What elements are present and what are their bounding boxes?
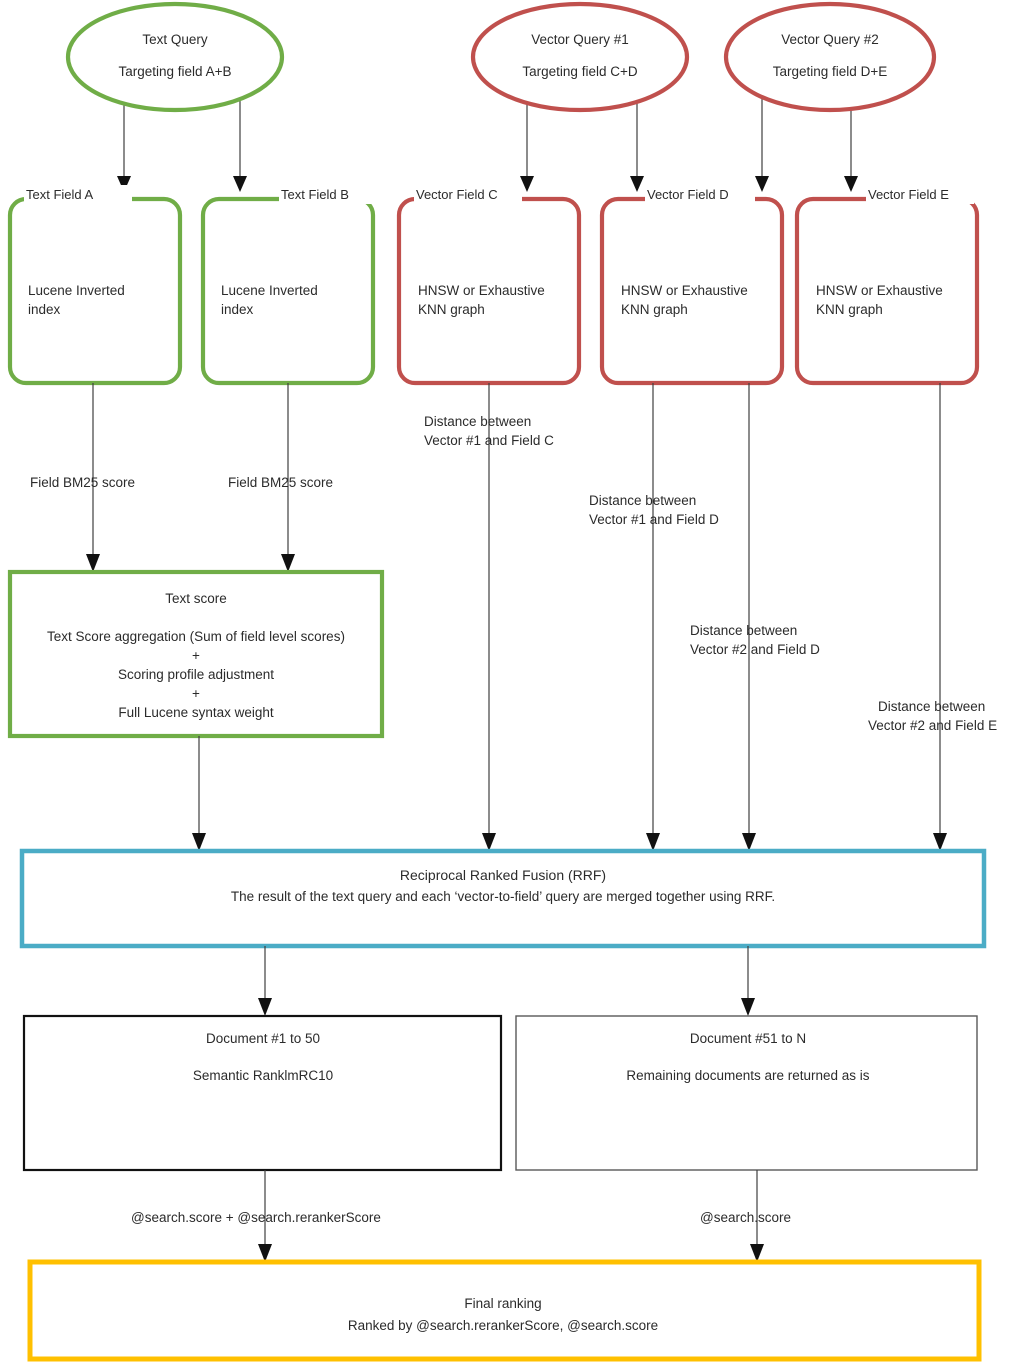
node-final-ranking[interactable]: Final ranking Ranked by @search.reranker… (27, 1259, 982, 1362)
node-vector-field-e[interactable]: Vector Field E HNSW or Exhaustive KNN gr… (794, 185, 980, 386)
vector-field-e-body-line1: HNSW or Exhaustive (816, 283, 943, 298)
node-text-query[interactable]: Text Query Targeting field A+B (65, 1, 285, 113)
edge-label-dist-d2-line2: Vector #2 and Field D (690, 642, 820, 657)
edge-label-dist-e-line1: Distance between (878, 699, 985, 714)
node-vector-query-1[interactable]: Vector Query #1 Targeting field C+D (470, 1, 690, 113)
text-field-b-body-line1: Lucene Inverted (221, 283, 318, 298)
text-score-title: Text score (165, 591, 227, 606)
vector-field-d-body-line1: HNSW or Exhaustive (621, 283, 748, 298)
edge-documents-51-n-to-final (750, 1170, 764, 1262)
text-field-a-body-line1: Lucene Inverted (28, 283, 125, 298)
edge-label-bm25-b: Field BM25 score (228, 475, 333, 490)
documents-51-n-body: Remaining documents are returned as is (626, 1068, 869, 1083)
edge-field-e-to-rrf (933, 383, 947, 851)
vector-field-c-body-line2: KNN graph (418, 302, 485, 317)
text-field-b-tag: Text Field B (281, 187, 349, 202)
vector-field-e-tag: Vector Field E (868, 187, 949, 202)
text-query-line1: Text Query (142, 32, 208, 47)
node-rrf[interactable]: Reciprocal Ranked Fusion (RRF) The resul… (19, 848, 987, 949)
node-vector-field-c[interactable]: Vector Field C HNSW or Exhaustive KNN gr… (396, 185, 582, 386)
vector-field-d-body-line2: KNN graph (621, 302, 688, 317)
edge-documents-1-50-to-final (258, 1170, 272, 1262)
edge-vector-query-1-to-field-c (520, 96, 534, 192)
vector-query-2-line1: Vector Query #2 (781, 32, 879, 47)
edge-vector-query-1-to-field-d (630, 96, 644, 192)
node-text-field-b[interactable]: Text Field B Lucene Inverted index (200, 185, 387, 386)
vector-query-1-line1: Vector Query #1 (531, 32, 629, 47)
node-text-score[interactable]: Text score Text Score aggregation (Sum o… (7, 569, 385, 739)
final-ranking-title: Final ranking (464, 1296, 541, 1311)
edge-label-dist-c-line1: Distance between (424, 414, 531, 429)
text-score-plus-2: + (192, 686, 200, 701)
edge-label-score-reranker: @search.score + @search.rerankerScore (131, 1210, 381, 1225)
edge-field-d-vector1-to-rrf (646, 383, 660, 851)
node-vector-query-2[interactable]: Vector Query #2 Targeting field D+E (723, 1, 937, 113)
text-field-b-body-line2: index (221, 302, 254, 317)
vector-query-1-line2: Targeting field C+D (522, 64, 637, 79)
edge-field-b-to-text-score (281, 383, 295, 572)
edge-label-dist-d1-line2: Vector #1 and Field D (589, 512, 719, 527)
text-score-line3: Full Lucene syntax weight (118, 705, 274, 720)
text-score-line2: Scoring profile adjustment (118, 667, 274, 682)
edge-text-score-to-rrf (192, 736, 206, 851)
edge-vector-query-2-to-field-d (755, 96, 769, 192)
documents-51-n-title: Document #51 to N (690, 1031, 806, 1046)
edge-rrf-to-documents-51-n (741, 946, 755, 1016)
documents-1-50-title: Document #1 to 50 (206, 1031, 320, 1046)
text-score-line1: Text Score aggregation (Sum of field lev… (47, 629, 345, 644)
text-query-line2: Targeting field A+B (119, 64, 232, 79)
final-ranking-subtitle: Ranked by @search.rerankerScore, @search… (348, 1318, 658, 1333)
vector-query-2-line2: Targeting field D+E (773, 64, 887, 79)
edge-label-score-plain: @search.score (700, 1210, 791, 1225)
edge-label-bm25-a: Field BM25 score (30, 475, 135, 490)
edge-field-d-vector2-to-rrf (742, 383, 756, 851)
rrf-subtitle: The result of the text query and each ‘v… (231, 889, 775, 904)
edge-label-dist-e-line2: Vector #2 and Field E (868, 718, 997, 733)
vector-field-c-body-line1: HNSW or Exhaustive (418, 283, 545, 298)
edge-field-c-to-rrf (482, 383, 496, 851)
text-field-a-tag: Text Field A (26, 187, 94, 202)
text-field-a-body-line2: index (28, 302, 61, 317)
rrf-title: Reciprocal Ranked Fusion (RRF) (400, 867, 606, 883)
node-text-field-a[interactable]: Text Field A Lucene Inverted index (7, 185, 183, 386)
text-score-plus-1: + (192, 648, 200, 663)
node-vector-field-d[interactable]: Vector Field D HNSW or Exhaustive KNN gr… (599, 185, 785, 386)
vector-field-e-body-line2: KNN graph (816, 302, 883, 317)
node-documents-1-50[interactable]: Document #1 to 50 Semantic RanklmRC10 (22, 1014, 503, 1172)
edge-text-query-to-field-b (233, 96, 247, 192)
vector-field-d-tag: Vector Field D (647, 187, 729, 202)
edge-label-dist-d2-line1: Distance between (690, 623, 797, 638)
edge-text-query-to-field-a (117, 96, 131, 192)
edge-field-a-to-text-score (86, 383, 100, 572)
vector-field-c-tag: Vector Field C (416, 187, 498, 202)
edge-label-dist-d1-line1: Distance between (589, 493, 696, 508)
node-documents-51-n[interactable]: Document #51 to N Remaining documents ar… (515, 1015, 978, 1171)
edge-rrf-to-documents-1-50 (258, 946, 272, 1016)
documents-1-50-body: Semantic RanklmRC10 (193, 1068, 333, 1083)
edge-label-dist-c-line2: Vector #1 and Field C (424, 433, 554, 448)
